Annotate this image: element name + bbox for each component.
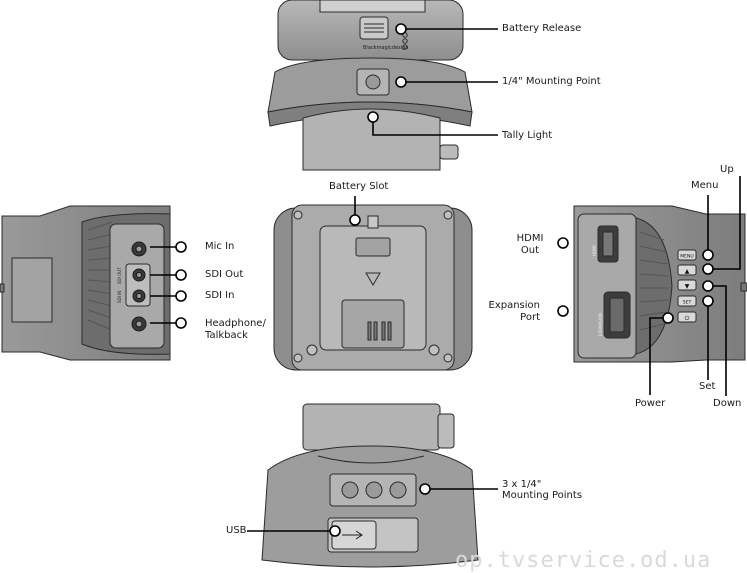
callout-lines: [150, 23, 741, 537]
battery-slot-label: Battery Slot: [329, 181, 389, 192]
down-label: Down: [713, 398, 742, 409]
mounting-hole-3: [389, 481, 407, 499]
tally-light-label: Tally Light: [502, 130, 553, 141]
hdmi-label-line1: HDMI: [516, 233, 544, 244]
mounting-point-label: 1/4" Mounting Point: [502, 76, 601, 87]
power-icon: ⏻: [685, 315, 690, 322]
set-button: [677, 295, 697, 307]
right-buttons: [677, 249, 697, 323]
headphone-marker: [175, 317, 187, 329]
mic-in-marker: [175, 241, 187, 253]
down-button-text: ▼: [685, 283, 690, 290]
mounting-points-marker: [419, 483, 431, 495]
headphone-label-line2: Talkback: [205, 330, 248, 341]
mounting-hole-1: [341, 481, 359, 499]
mounting-points-label-line1: 3 x 1/4": [502, 479, 542, 490]
mic-in-label: Mic In: [205, 241, 235, 252]
battery-slot-marker: [349, 214, 361, 226]
usb-marker: [329, 525, 341, 537]
top-view: [267, 0, 473, 171]
sdi-out-marker: [175, 269, 187, 281]
bottom-view: [261, 403, 479, 568]
down-marker: [702, 280, 714, 292]
battery-release-marker: [395, 23, 407, 35]
up-button: [677, 264, 697, 276]
sdi-out-label: SDI Out: [205, 269, 244, 280]
expansion-marker: [557, 305, 569, 317]
menu-button-text: MENU: [680, 254, 693, 260]
right-view: [573, 205, 747, 363]
mounting-points-label-line2: Mounting Points: [502, 490, 583, 501]
headphone-label-line1: Headphone/: [205, 318, 266, 329]
power-label: Power: [635, 398, 666, 409]
battery-release-label: Battery Release: [502, 23, 582, 34]
back-view: [273, 204, 473, 371]
sdi-in-label: SDI In: [205, 290, 235, 301]
menu-marker: [702, 249, 714, 261]
set-label: Set: [699, 381, 716, 392]
set-button-text: SET: [683, 300, 692, 306]
sdi-in-marker: [175, 290, 187, 302]
brand-text: Blackmagicdesign: [363, 45, 408, 51]
usb-label: USB: [226, 525, 247, 536]
menu-label: Menu: [691, 180, 719, 191]
hdmi-marker: [557, 237, 569, 249]
hdmi-tiny-label: HDMI: [592, 245, 597, 256]
expansion-label-line1: Expansion: [488, 300, 541, 311]
power-marker: [662, 312, 674, 324]
left-connectors: [131, 241, 147, 332]
up-button-text: ▲: [685, 268, 690, 275]
set-marker: [702, 295, 714, 307]
watermark: op.tvservice.od.ua: [455, 548, 712, 573]
menu-button: [677, 249, 697, 261]
expansion-tiny-label: EXPANSION: [598, 313, 603, 336]
tally-light-marker: [367, 111, 379, 123]
sdi-out-tiny-label: SDI OUT: [117, 267, 122, 284]
down-button: [677, 279, 697, 291]
expansion-label-line2: Port: [520, 312, 540, 323]
up-marker: [702, 263, 714, 275]
sdi-in-tiny-label: SDI IN: [117, 291, 122, 303]
hdmi-label-line2: Out: [520, 245, 540, 256]
mounting-hole-2: [365, 481, 383, 499]
power-button: [677, 311, 697, 323]
up-label: Up: [720, 164, 734, 175]
mounting-point-marker: [395, 76, 407, 88]
left-view: [0, 205, 171, 361]
